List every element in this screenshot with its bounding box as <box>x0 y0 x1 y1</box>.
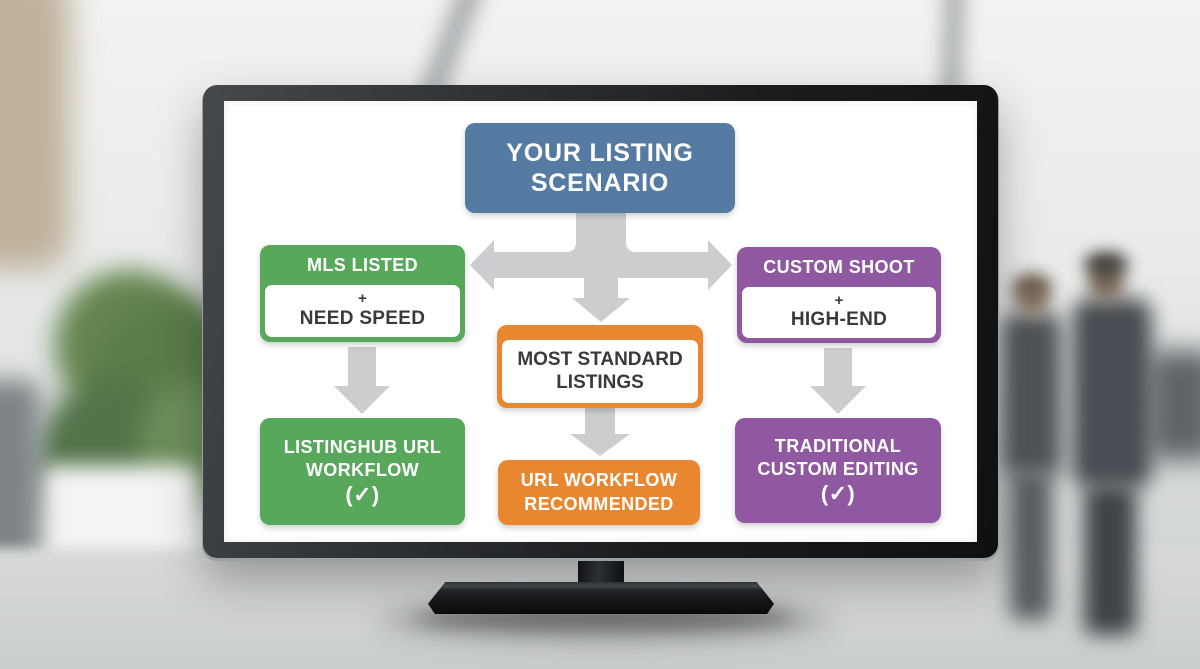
tv-base-highlight <box>438 584 764 588</box>
person-hair <box>1084 252 1128 276</box>
result-line: URL WORKFLOW <box>520 470 678 491</box>
branch-body: + HIGH-END <box>742 287 936 338</box>
tv-stand-base <box>428 582 774 614</box>
tv-monitor: YOUR LISTING SCENARIO MLS LISTED + NEED … <box>203 85 998 558</box>
branch-condition-line: MOST STANDARD <box>517 348 683 370</box>
branch-condition-line: LISTINGS <box>556 371 644 393</box>
result-box-traditional-custom-editing: TRADITIONAL CUSTOM EDITING (✓) <box>735 418 941 523</box>
branch-condition: HIGH-END <box>790 309 888 331</box>
plus-sign: + <box>834 291 844 309</box>
arrow-group <box>334 212 866 456</box>
person-legs <box>1010 470 1052 620</box>
branch-box-mls-listed: MLS LISTED + NEED SPEED <box>260 245 465 342</box>
flowchart-arrows <box>334 212 866 456</box>
person-legs <box>1084 485 1136 635</box>
down-arrow-center <box>570 408 630 456</box>
person-hair <box>1012 274 1052 300</box>
result-line: RECOMMENDED <box>524 493 674 514</box>
result-line: TRADITIONAL <box>774 436 902 457</box>
result-box-url-workflow-recommended: URL WORKFLOW RECOMMENDED <box>498 460 700 525</box>
result-line: LISTINGHUB URL <box>283 437 442 458</box>
plus-sign: + <box>358 290 367 308</box>
background-wall <box>0 0 70 270</box>
background-sofa <box>1148 350 1200 460</box>
branch-condition: NEED SPEED <box>299 307 426 329</box>
branch-header: CUSTOM SHOOT <box>763 256 915 277</box>
branch-body: MOST STANDARD LISTINGS <box>502 340 698 403</box>
root-line: SCENARIO <box>530 169 670 197</box>
tv-screen: YOUR LISTING SCENARIO MLS LISTED + NEED … <box>224 101 977 542</box>
person-body <box>1002 312 1062 477</box>
branch-header: MLS LISTED <box>307 254 418 275</box>
result-line: WORKFLOW <box>305 460 420 481</box>
branch-box-custom-shoot: CUSTOM SHOOT + HIGH-END <box>737 247 941 343</box>
trident-arrow <box>470 212 732 322</box>
checkmark-icon: (✓) <box>345 481 380 507</box>
checkmark-icon: (✓) <box>820 480 856 506</box>
down-arrow-right <box>810 348 866 414</box>
root-line: YOUR LISTING <box>506 138 694 167</box>
branch-body: + NEED SPEED <box>265 285 460 337</box>
root-box-your-listing-scenario: YOUR LISTING SCENARIO <box>465 123 735 213</box>
branch-box-most-standard-listings: MOST STANDARD LISTINGS <box>497 325 703 408</box>
person-body <box>1072 298 1152 488</box>
flowchart: YOUR LISTING SCENARIO MLS LISTED + NEED … <box>224 101 977 542</box>
result-line: CUSTOM EDITING <box>757 459 919 480</box>
result-box-listinghub-url-workflow: LISTINGHUB URL WORKFLOW (✓) <box>260 418 465 525</box>
background-object <box>0 380 40 570</box>
down-arrow-left <box>334 347 390 414</box>
